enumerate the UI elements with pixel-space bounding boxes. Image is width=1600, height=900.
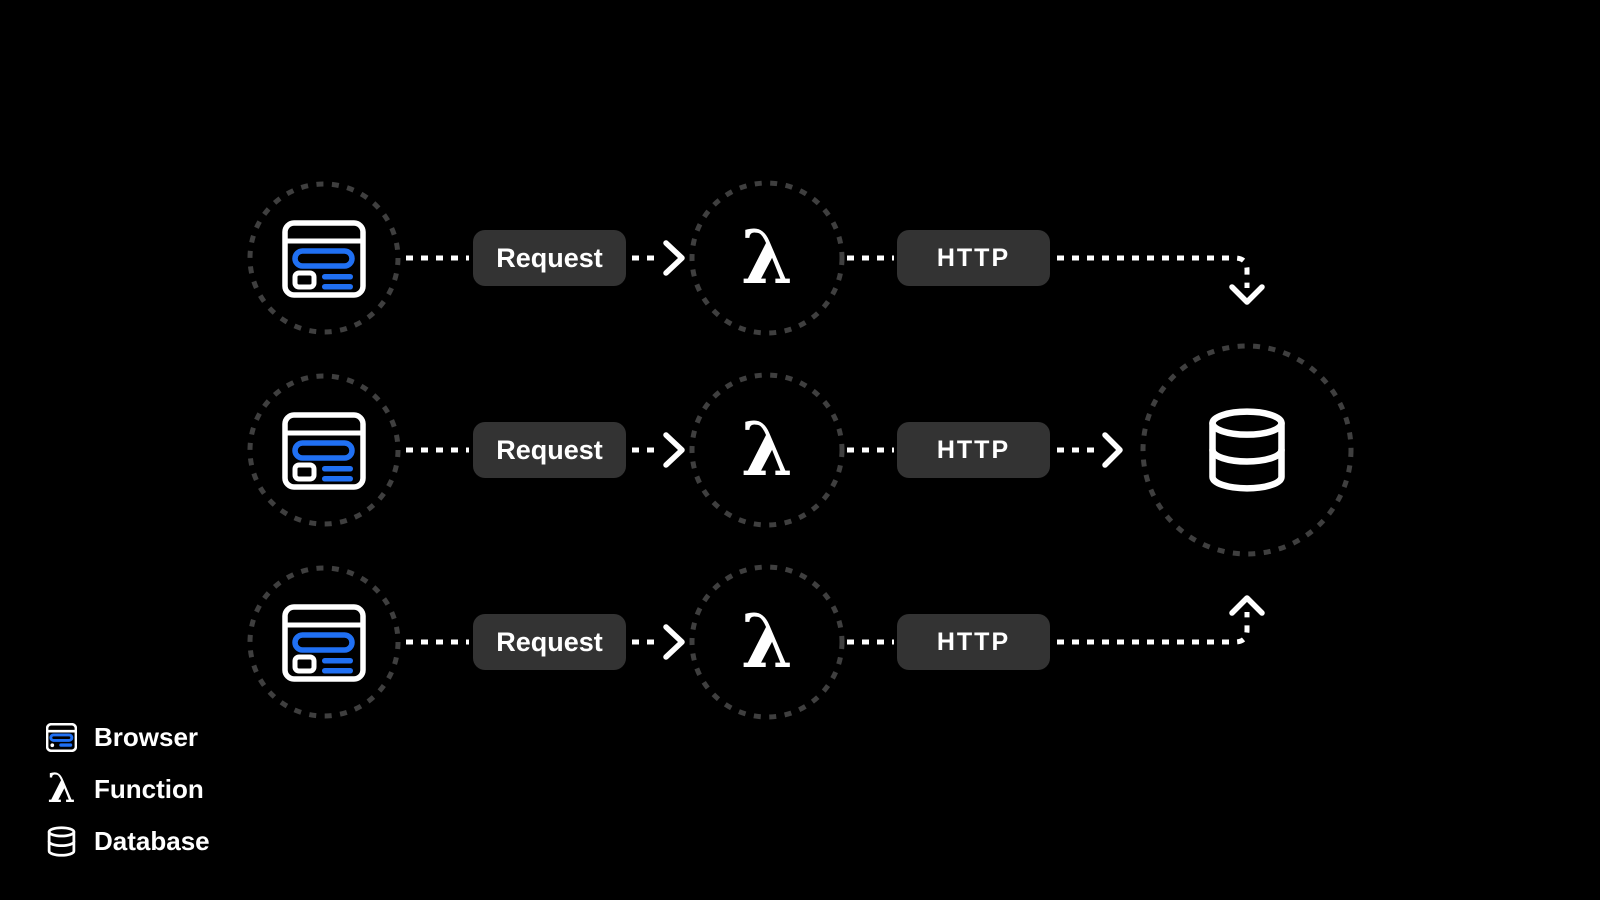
http-badge-label: HTTP [936, 243, 1011, 272]
request-badge-label: Request [496, 434, 603, 465]
http-badge: HTTP [897, 230, 1050, 286]
request-badge-label: Request [496, 242, 603, 273]
legend-label-browser: Browser [94, 721, 199, 752]
lambda-symbol: λ [741, 407, 793, 493]
arrow-right-icon [1102, 432, 1123, 468]
http-badge: HTTP [897, 614, 1050, 670]
lambda-icon: λ [47, 765, 76, 812]
database-cylinder-icon [47, 825, 76, 857]
lambda-node-circle [689, 564, 845, 720]
legend-label-database: Database [94, 825, 210, 856]
lambda-node-circle [689, 372, 845, 528]
browser-window-icon [282, 604, 366, 682]
legend-item-function: λ Function [45, 763, 210, 815]
arrow-up-icon [1229, 595, 1265, 616]
request-badge: Request [473, 614, 626, 670]
lambda-icon: λ [722, 405, 812, 495]
lambda-icon: λ [722, 597, 812, 687]
legend-item-browser: Browser [45, 711, 210, 763]
browser-node-circle [247, 373, 401, 527]
browser-window-icon [46, 722, 77, 752]
lambda-icon: λ [722, 213, 812, 303]
arrow-right-icon [663, 240, 685, 276]
dotted-connector-elbow-down [1057, 255, 1250, 288]
request-badge: Request [473, 422, 626, 478]
legend: Browser λ Function Database [45, 711, 210, 867]
legend-label-function: Function [94, 773, 204, 804]
arrow-right-icon [663, 624, 685, 660]
http-badge-label: HTTP [936, 435, 1011, 464]
browser-window-icon [282, 412, 366, 490]
database-node-circle [1140, 343, 1354, 557]
arrow-down-icon [1229, 284, 1265, 305]
dotted-connector-elbow-up [1057, 612, 1250, 645]
browser-window-icon [282, 220, 366, 298]
request-badge-label: Request [496, 626, 603, 657]
lambda-symbol: λ [741, 599, 793, 685]
browser-node-circle [247, 181, 401, 335]
lambda-node-circle [689, 180, 845, 336]
legend-item-database: Database [45, 815, 210, 867]
http-badge-label: HTTP [936, 627, 1011, 656]
request-badge: Request [473, 230, 626, 286]
lambda-symbol: λ [741, 215, 793, 301]
browser-node-circle [247, 565, 401, 719]
arrow-right-icon [663, 432, 685, 468]
database-cylinder-icon [1209, 408, 1285, 492]
http-badge: HTTP [897, 422, 1050, 478]
